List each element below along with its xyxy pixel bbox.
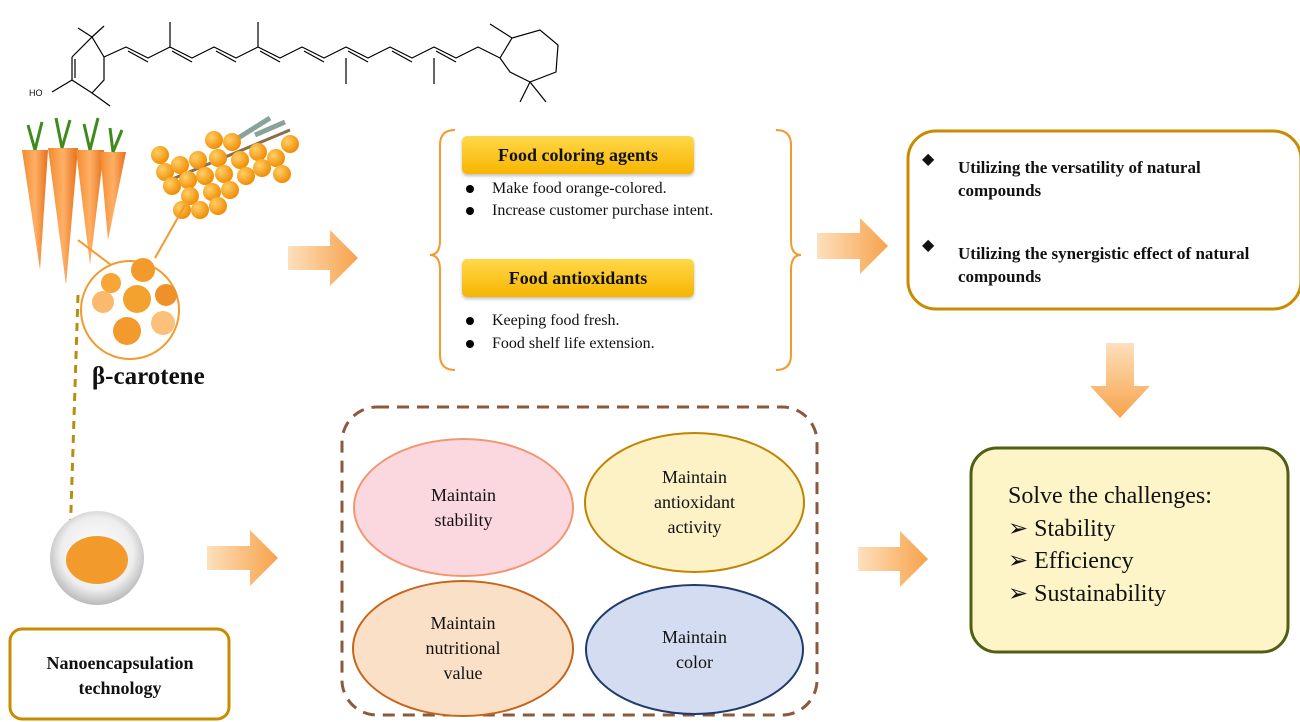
sea-buckthorn-image — [151, 115, 299, 219]
arrow-right-3 — [207, 530, 278, 586]
coloring-item-1-text: Make food orange-colored. — [492, 180, 667, 197]
bullet-dot — [466, 207, 474, 216]
effects-box — [340, 405, 819, 717]
arrow-bullet-icon: ➢ — [1008, 548, 1029, 574]
challenge-item-efficiency-text: Efficiency — [1034, 548, 1134, 574]
bullet-dot — [466, 317, 474, 326]
connector-carrot — [77, 239, 116, 269]
left-brace — [429, 129, 456, 371]
beta-carotene-structure — [51, 22, 559, 107]
arrow-right-1 — [288, 230, 358, 286]
arrow-bullet-icon: ➢ — [1008, 516, 1029, 542]
connector-berry — [154, 204, 186, 259]
oval-nutritional: Maintain nutritional value — [352, 580, 574, 717]
diamond-bullet-icon: ◆ — [922, 237, 935, 254]
nanoencapsulation-box — [8, 627, 231, 721]
right-brace — [775, 129, 802, 371]
benefit-versatility: Utilizing the versatility of natural com… — [958, 158, 1201, 200]
challenge-item-sustainability: ➢ Sustainability — [1008, 579, 1166, 608]
compound-name: β-carotene — [92, 363, 205, 390]
dashed-down-arrow — [68, 294, 80, 541]
oval-stability-label: Maintain stability — [431, 484, 496, 530]
arrow-right-2 — [817, 218, 888, 274]
benefits-box — [906, 129, 1300, 311]
coloring-item-2: Increase customer purchase intent. — [466, 202, 713, 220]
oval-color: Maintain color — [585, 584, 804, 715]
coloring-item-2-text: Increase customer purchase intent. — [492, 202, 714, 219]
carrots-image — [22, 117, 126, 285]
challenges-title: Solve the challenges: — [1008, 483, 1212, 509]
challenges-box — [969, 446, 1290, 654]
oval-antioxidant-label: Maintain antioxidant activity — [654, 467, 735, 537]
bullet-dot — [466, 185, 474, 194]
oval-nutritional-label: Maintain nutritional value — [425, 613, 501, 683]
hydroxyl-label: HO — [29, 88, 43, 98]
challenge-item-stability-text: Stability — [1034, 516, 1116, 542]
arrow-right-4 — [858, 531, 928, 587]
bullet-dot — [466, 340, 474, 349]
challenge-item-sustainability-text: Sustainability — [1034, 581, 1167, 607]
oval-color-label: Maintain color — [662, 626, 727, 672]
nanoencapsulation-label: Nanoencapsulation technology — [46, 653, 194, 698]
arrow-down — [1090, 343, 1150, 418]
oval-antioxidant: Maintain antioxidant activity — [584, 432, 805, 573]
challenge-item-stability: ➢ Stability — [1008, 514, 1115, 543]
challenge-item-efficiency: ➢ Efficiency — [1008, 546, 1134, 575]
oval-stability: Maintain stability — [353, 438, 574, 577]
benefit-synergistic: Utilizing the synergistic effect of natu… — [958, 244, 1250, 286]
antioxidant-item-1: Keeping food fresh. — [466, 312, 620, 330]
nanocapsule-image — [50, 511, 144, 605]
antioxidant-item-2: Food shelf life extension. — [466, 335, 655, 353]
beta-carotene-circle — [80, 258, 180, 360]
food-coloring-title: Food coloring agents — [462, 136, 694, 174]
arrow-bullet-icon: ➢ — [1008, 581, 1029, 607]
diamond-bullet-icon: ◆ — [922, 151, 935, 168]
coloring-item-1: Make food orange-colored. — [466, 180, 667, 198]
antioxidant-item-1-text: Keeping food fresh. — [492, 312, 620, 329]
food-antioxidants-title: Food antioxidants — [462, 259, 694, 297]
antioxidant-item-2-text: Food shelf life extension. — [492, 335, 655, 352]
